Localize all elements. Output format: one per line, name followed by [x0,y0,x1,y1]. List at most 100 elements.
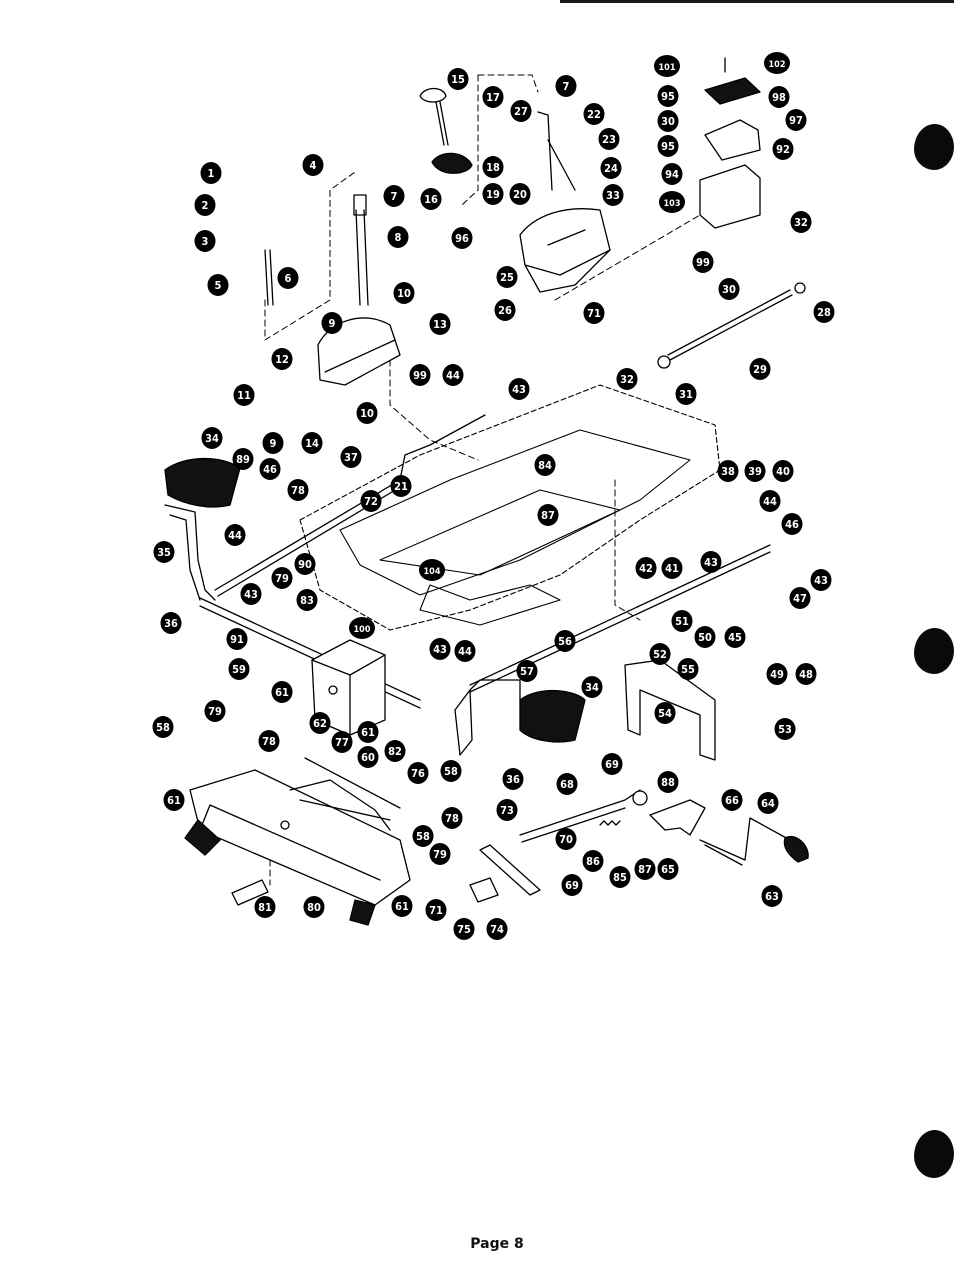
part-callout: 25 [496,266,518,288]
part-callout: 47 [789,587,811,609]
callout-badge [700,551,722,573]
callout-number: 74 [490,923,504,936]
callout-number: 30 [661,115,675,128]
part-callout: 43 [700,551,722,573]
callout-badge [582,850,604,872]
part-callout: 4 [302,154,324,176]
callout-number: 78 [445,812,459,825]
lever-bracket [649,799,706,836]
callout-number: 38 [721,465,735,478]
part-callout: 23 [598,128,620,150]
callout-badge [761,885,783,907]
callout-badge [649,643,671,665]
callout-number: 13 [433,318,447,331]
tie-rod [304,757,401,809]
callout-badge [609,866,631,888]
callout-badge [409,364,431,386]
part-callout: 79 [271,567,293,589]
callout-badge [772,138,794,160]
callout-number: 43 [244,588,258,601]
part-callout: 46 [781,513,803,535]
part-callout: 40 [772,460,794,482]
callout-badge [440,760,462,782]
callout-number: 49 [770,668,784,681]
part-callout: 44 [454,640,476,662]
callout-number: 55 [681,663,695,676]
callout-number: 58 [156,721,170,734]
callout-badge [419,559,445,581]
callout-badge [534,454,556,476]
callout-number: 76 [411,767,425,780]
callout-badge [207,274,229,296]
callout-badge [204,700,226,722]
callout-number: 27 [514,105,528,118]
part-callout: 75 [453,918,475,940]
callout-badge [482,86,504,108]
callout-number: 44 [228,529,242,542]
callout-badge [294,553,316,575]
main-frame [299,384,721,631]
part-callout: 22 [583,103,605,125]
callout-number: 98 [772,91,786,104]
callout-number: 45 [728,631,742,644]
callout-number: 104 [424,567,441,577]
part-callout: 36 [502,768,524,790]
callout-number: 11 [237,389,251,402]
callout-number: 34 [585,681,599,694]
callout-number: 66 [725,794,739,807]
part-callout: 12 [271,348,293,370]
part-callout: 87 [537,504,559,526]
callout-number: 48 [799,668,813,681]
callout-badge [717,460,739,482]
part-callout: 51 [671,610,693,632]
callout-badge [387,226,409,248]
part-callout: 31 [675,383,697,405]
part-callout: 56 [554,630,576,652]
callout-badge [766,663,788,685]
callout-number: 6 [285,272,292,285]
callout-badge [757,792,779,814]
clutch-pedal-arm [454,679,521,756]
callout-number: 89 [236,453,250,466]
callout-number: 14 [305,437,319,450]
callout-number: 2 [202,199,209,212]
callout-number: 7 [391,190,398,203]
callout-badge [774,718,796,740]
callout-badge [583,103,605,125]
exploded-parts-diagram: 1234567891013121191410994443151772722232… [152,52,835,940]
callout-number: 69 [565,879,579,892]
part-callout: 27 [510,100,532,122]
top-bracket-assembly [699,57,761,229]
part-callout: 78 [287,479,309,501]
linkage-rod [657,282,806,369]
callout-badge [302,154,324,176]
callout-badge [277,267,299,289]
callout-badge [301,432,323,454]
callout-number: 4 [310,159,317,172]
part-callout: 43 [508,378,530,400]
part-callout: 100 [349,617,375,639]
part-callout: 7 [383,185,405,207]
callout-badge [482,156,504,178]
callout-badge [508,378,530,400]
callout-badge [357,746,379,768]
callout-badge [813,301,835,323]
part-callout: 102 [764,52,790,74]
part-callout: 33 [602,184,624,206]
part-callout: 34 [581,676,603,698]
clutch-pedal-pad-right [519,689,586,743]
callout-badge [581,676,603,698]
part-callout: 61 [163,789,185,811]
callout-badge [384,740,406,762]
part-callout: 95 [657,85,679,107]
callout-badge [393,282,415,304]
part-callout: 65 [657,858,679,880]
callout-number: 1 [208,167,215,180]
callout-badge [412,825,434,847]
callout-badge [657,110,679,132]
callout-number: 61 [275,686,289,699]
callout-number: 12 [275,353,289,366]
callout-badge [357,721,379,743]
callout-number: 54 [658,707,672,720]
callout-number: 40 [776,465,790,478]
